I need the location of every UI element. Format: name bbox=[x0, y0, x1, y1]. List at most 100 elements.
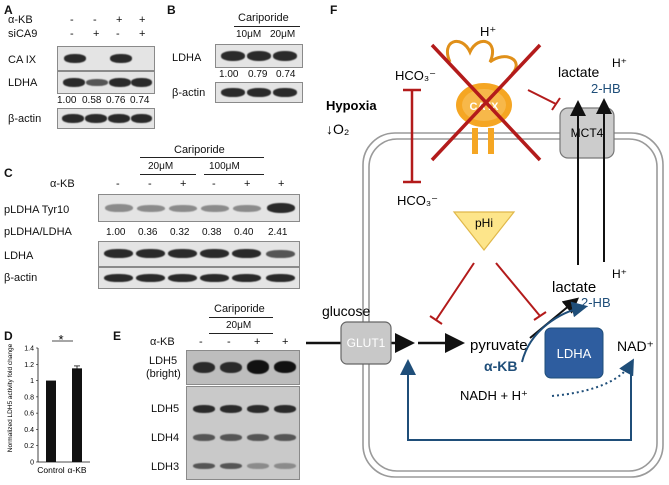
nad-label: NAD⁺ bbox=[617, 338, 654, 354]
twohb-mid: 2-HB bbox=[581, 295, 611, 310]
panel-e-title: Cariporide bbox=[214, 303, 265, 315]
panel-c-ratio: 0.32 bbox=[170, 227, 190, 238]
panel-d-tick-label: 1.2 bbox=[24, 362, 34, 369]
panel-a-sica9-sign: + bbox=[93, 28, 100, 40]
nad-recycle-arrow bbox=[400, 359, 632, 441]
glut1-label: GLUT1 bbox=[347, 336, 386, 350]
panel-c-akb-sign: - bbox=[148, 178, 152, 190]
panel-e-row-label: (bright) bbox=[146, 368, 181, 380]
panel-c-dose: 100μM bbox=[209, 161, 240, 172]
panel-d-chart: Normalized LDH5 activity fold change * 0… bbox=[7, 332, 90, 475]
ldha-box bbox=[544, 327, 604, 379]
panel-d-tick-label: 0.6 bbox=[24, 411, 34, 418]
panel-a-ratio: 0.58 bbox=[82, 95, 102, 106]
panel-a-akb-sign: + bbox=[139, 14, 146, 26]
panel-c-actin-label: β-actin bbox=[4, 272, 38, 284]
panel-c-ratio-label: pLDHA/LDHA bbox=[4, 226, 72, 238]
panel-b-underline bbox=[234, 26, 300, 27]
hplus-top: H⁺ bbox=[480, 24, 496, 39]
panel-d-bar bbox=[46, 380, 56, 462]
panel-a-actin-blot bbox=[57, 108, 155, 129]
panel-a-sica9-sign: + bbox=[139, 28, 146, 40]
panel-d-ylabel: Normalized LDH5 activity fold change bbox=[7, 343, 14, 452]
panel-b-ldha-label: LDHA bbox=[172, 52, 202, 64]
panel-a-ldha-label: LDHA bbox=[8, 77, 38, 89]
panel-d-label: D bbox=[4, 329, 13, 343]
panel-c-ratio: 0.38 bbox=[202, 227, 222, 238]
panel-c-akb-sign: + bbox=[244, 178, 251, 190]
panel-e-akb-sign: - bbox=[199, 336, 203, 348]
panel-b-title: Cariporide bbox=[238, 12, 289, 24]
panel-a-akb-sign: - bbox=[70, 14, 74, 26]
panel-b-ratio: 0.74 bbox=[276, 69, 296, 80]
panel-a-sica9-sign: - bbox=[116, 28, 120, 40]
panel-a-caix-blot bbox=[57, 46, 155, 71]
panel-c-ratio: 0.40 bbox=[234, 227, 254, 238]
panel-c-akb-sign: + bbox=[180, 178, 187, 190]
panel-e-akb-sign: - bbox=[227, 336, 231, 348]
pyruvate-label: pyruvate bbox=[470, 337, 528, 354]
phi-inhibit-pyruvate bbox=[435, 262, 475, 321]
panel-c-label: C bbox=[4, 166, 13, 180]
panel-c-underline bbox=[140, 157, 264, 158]
panel-e-row-label: LDH3 bbox=[151, 461, 180, 473]
panel-d-tick-label: 1 bbox=[30, 378, 34, 385]
panel-d-tick-label: 0.2 bbox=[24, 443, 34, 450]
mct4-box bbox=[559, 107, 615, 159]
panel-d-tick-label: 1.4 bbox=[24, 346, 34, 353]
panel-a-sica9-label: siCA9 bbox=[8, 28, 38, 40]
panel-e-dose: 20μM bbox=[226, 320, 252, 331]
panel-e-row-label: LDH5 bbox=[149, 355, 178, 367]
panel-c-ldha-label: LDHA bbox=[4, 250, 34, 262]
panel-c-ratio: 1.00 bbox=[106, 227, 126, 238]
panel-e-dose-underline bbox=[209, 333, 273, 334]
panel-a-ratio: 0.74 bbox=[130, 95, 150, 106]
panel-b-ratio: 0.79 bbox=[248, 69, 268, 80]
panel-d-bar bbox=[72, 368, 82, 462]
panel-e-akb-label: α-KB bbox=[150, 336, 175, 348]
panel-f-diagram: CA IX H⁺ HCO₃⁻ Hypoxia ↓O₂ HCO₃⁻ MCT4 la… bbox=[306, 24, 664, 478]
panel-a-ldha-blot bbox=[57, 71, 155, 94]
hco3-inside: HCO₃⁻ bbox=[397, 193, 438, 208]
panel-d-tick-label: 0.4 bbox=[24, 427, 34, 434]
hplus-mid: H⁺ bbox=[612, 267, 627, 281]
panel-a-label: A bbox=[4, 3, 13, 17]
hco3-top: HCO₃⁻ bbox=[395, 68, 436, 83]
panel-c-akb-sign: - bbox=[116, 178, 120, 190]
phi-triangle bbox=[452, 211, 516, 251]
akb-label: α-KB bbox=[484, 358, 518, 374]
panel-c-ratio: 2.41 bbox=[268, 227, 288, 238]
panel-b-actin-label: β-actin bbox=[172, 87, 206, 99]
panel-e-gel bbox=[186, 386, 300, 480]
panel-c-dose: 20μM bbox=[148, 161, 174, 172]
panel-a-caix-label: CA IX bbox=[8, 54, 37, 66]
mct4-label: MCT4 bbox=[571, 126, 604, 140]
phi-label: pHi bbox=[475, 216, 493, 230]
panel-a-sica9-sign: - bbox=[70, 28, 74, 40]
panel-e-akb-sign: + bbox=[254, 336, 261, 348]
panel-e-label: E bbox=[113, 329, 122, 343]
panel-a-actin-label: β-actin bbox=[8, 113, 42, 125]
panel-b-label: B bbox=[167, 3, 176, 17]
panel-c-pldha-blot bbox=[98, 194, 300, 222]
panel-c-akb-label: α-KB bbox=[50, 178, 75, 190]
panel-d-tick-label: 0 bbox=[30, 460, 34, 467]
hypoxia-label: Hypoxia bbox=[326, 98, 377, 113]
panel-c-dose-underline bbox=[140, 174, 196, 175]
panel-b-actin-blot bbox=[215, 82, 303, 103]
panel-c-dose-underline bbox=[204, 174, 264, 175]
panel-d-significance: * bbox=[58, 332, 63, 347]
caix-cross-b bbox=[430, 43, 542, 162]
panel-e-row-label: LDH5 bbox=[151, 403, 180, 415]
akb-twohb-arrow bbox=[521, 301, 588, 363]
panel-c-ratio: 0.36 bbox=[138, 227, 158, 238]
o2-label: ↓O₂ bbox=[326, 121, 349, 137]
panel-d-category-label: α-KB bbox=[67, 465, 86, 475]
panel-e-row-label: LDH4 bbox=[151, 432, 180, 444]
cell-membrane-inner bbox=[368, 138, 658, 472]
twohb-top: 2-HB bbox=[591, 81, 621, 96]
glut1-box bbox=[340, 321, 392, 365]
panel-c-actin-blot bbox=[98, 267, 300, 289]
panel-b-ratio: 1.00 bbox=[219, 69, 239, 80]
nadh-label: NADH + H⁺ bbox=[460, 388, 528, 403]
